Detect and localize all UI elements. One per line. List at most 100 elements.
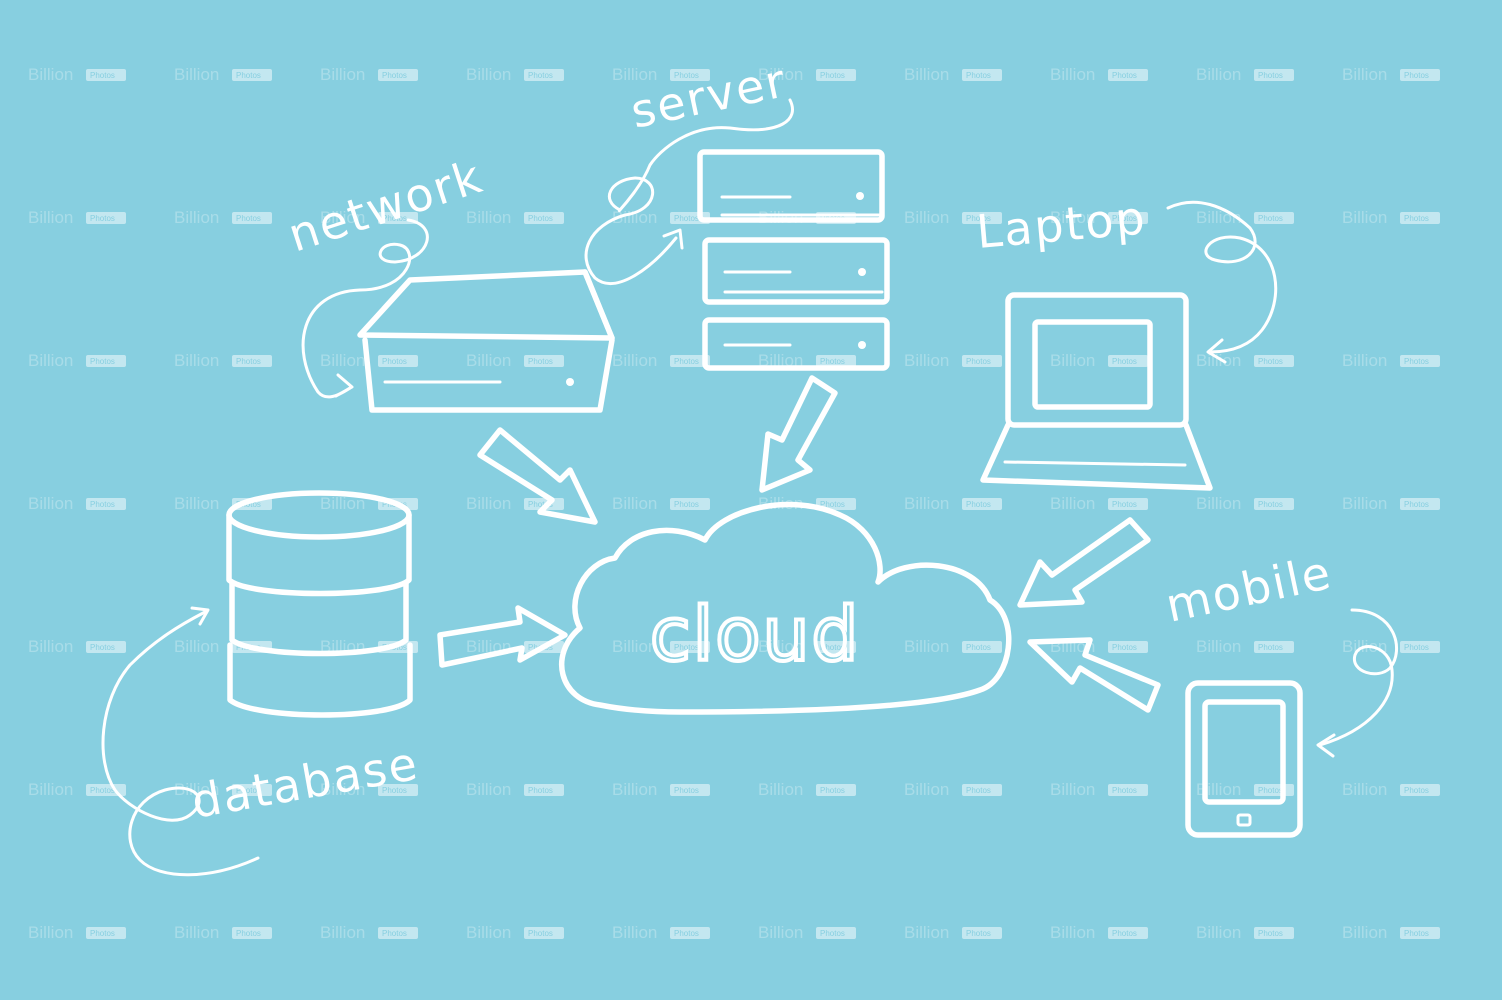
svg-text:Billion: Billion: [1342, 208, 1387, 227]
svg-text:Billion: Billion: [174, 208, 219, 227]
svg-text:Photos: Photos: [90, 71, 115, 80]
svg-text:Billion: Billion: [466, 351, 511, 370]
svg-text:Billion: Billion: [904, 780, 949, 799]
svg-text:Billion: Billion: [1342, 65, 1387, 84]
svg-text:Photos: Photos: [966, 643, 991, 652]
svg-text:Billion: Billion: [28, 351, 73, 370]
svg-text:Photos: Photos: [1404, 500, 1429, 509]
svg-text:Billion: Billion: [758, 780, 803, 799]
svg-text:Photos: Photos: [1258, 71, 1283, 80]
laptop-icon: [980, 292, 1213, 491]
svg-text:Photos: Photos: [1258, 929, 1283, 938]
svg-text:Billion: Billion: [320, 494, 365, 513]
database-pointer-arrow: [101, 606, 260, 877]
svg-text:Billion: Billion: [466, 65, 511, 84]
svg-text:Photos: Photos: [236, 929, 261, 938]
svg-text:Photos: Photos: [1112, 214, 1137, 223]
svg-text:Photos: Photos: [528, 71, 553, 80]
svg-text:Photos: Photos: [966, 500, 991, 509]
watermark-logo: Billion Photos: [174, 65, 272, 84]
svg-text:Photos: Photos: [528, 786, 553, 795]
svg-text:Billion: Billion: [904, 637, 949, 656]
svg-text:Photos: Photos: [236, 357, 261, 366]
svg-text:Photos: Photos: [382, 929, 407, 938]
svg-text:Billion: Billion: [1196, 494, 1241, 513]
svg-text:Billion: Billion: [320, 923, 365, 942]
database-label: database: [188, 736, 423, 829]
mobile-pointer-arrow: [1316, 608, 1399, 758]
svg-text:Photos: Photos: [90, 500, 115, 509]
svg-text:Billion: Billion: [1196, 65, 1241, 84]
svg-text:Billion: Billion: [320, 351, 365, 370]
svg-text:Billion: Billion: [612, 65, 657, 84]
svg-text:Photos: Photos: [1404, 643, 1429, 652]
svg-text:Photos: Photos: [820, 929, 845, 938]
svg-text:Billion: Billion: [1196, 351, 1241, 370]
cloud-shape: [559, 501, 1012, 715]
mobile-label: mobile: [1161, 545, 1337, 633]
svg-text:Billion: Billion: [174, 780, 219, 799]
svg-text:Photos: Photos: [1404, 357, 1429, 366]
database-icon: [226, 490, 413, 718]
svg-text:Photos: Photos: [528, 929, 553, 938]
svg-text:Photos: Photos: [1112, 786, 1137, 795]
svg-text:Photos: Photos: [236, 786, 261, 795]
arrow-mobile-to-cloud: [1027, 637, 1161, 713]
watermark-logo: Billion Photos: [904, 637, 1002, 656]
svg-text:Billion: Billion: [320, 208, 365, 227]
laptop-label: Laptop: [974, 190, 1148, 259]
svg-text:Photos: Photos: [1404, 786, 1429, 795]
watermark-logo: Billion Photos: [1342, 780, 1440, 799]
svg-text:Billion: Billion: [1342, 780, 1387, 799]
svg-text:Photos: Photos: [820, 71, 845, 80]
svg-text:Billion: Billion: [28, 65, 73, 84]
svg-text:Billion: Billion: [1196, 923, 1241, 942]
svg-text:Billion: Billion: [1050, 351, 1095, 370]
svg-text:Photos: Photos: [820, 500, 845, 509]
svg-text:Photos: Photos: [236, 214, 261, 223]
svg-text:Billion: Billion: [28, 637, 73, 656]
arrow-network-to-cloud: [477, 427, 598, 525]
svg-text:Photos: Photos: [236, 71, 261, 80]
svg-text:Photos: Photos: [90, 643, 115, 652]
svg-text:Photos: Photos: [674, 786, 699, 795]
svg-text:Billion: Billion: [1050, 494, 1095, 513]
svg-text:Photos: Photos: [1404, 929, 1429, 938]
svg-text:Photos: Photos: [966, 357, 991, 366]
svg-text:Billion: Billion: [466, 208, 511, 227]
svg-text:Billion: Billion: [1050, 65, 1095, 84]
svg-text:Billion: Billion: [28, 780, 73, 799]
svg-text:Photos: Photos: [674, 500, 699, 509]
svg-text:Billion: Billion: [28, 208, 73, 227]
watermark-logo: Billion Photos: [28, 637, 126, 656]
svg-text:Photos: Photos: [1404, 214, 1429, 223]
svg-text:Photos: Photos: [674, 357, 699, 366]
svg-text:Billion: Billion: [174, 65, 219, 84]
svg-text:Photos: Photos: [528, 357, 553, 366]
svg-text:Billion: Billion: [612, 780, 657, 799]
svg-text:Billion: Billion: [28, 494, 73, 513]
